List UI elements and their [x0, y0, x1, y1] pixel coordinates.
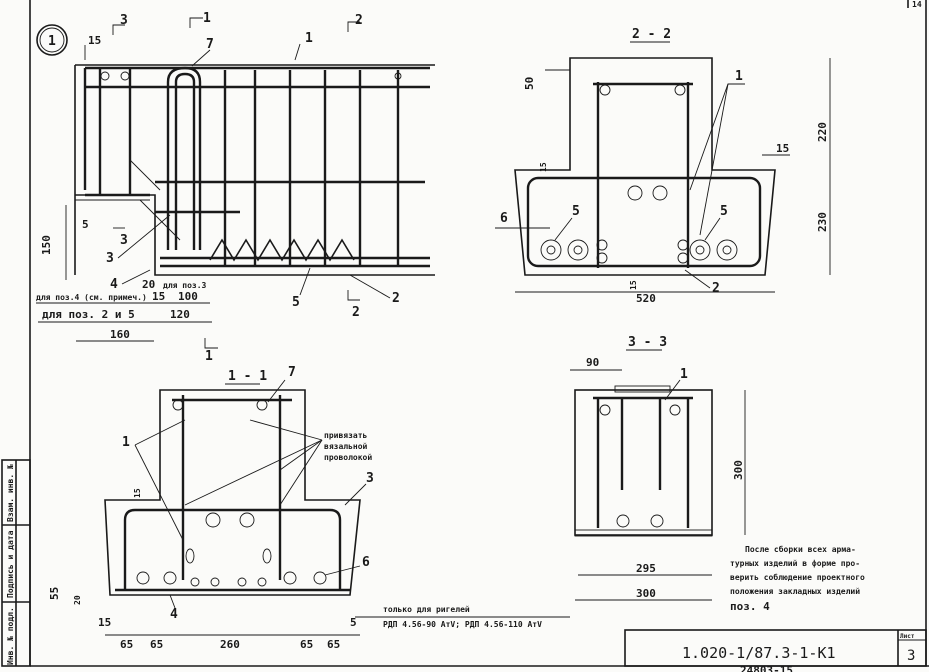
s22-dim-15b: 15: [776, 142, 789, 155]
s11-dim-55: 55: [48, 587, 61, 600]
section-mark-2-bottom: 2: [352, 305, 360, 320]
note-pos3: для поз.3: [163, 281, 207, 290]
dim-15: 15: [88, 34, 101, 47]
s11-dim-20: 20: [73, 595, 82, 605]
general-note-line2: турных изделий в форме про-: [730, 559, 860, 568]
s11-dim-65d: 65: [327, 638, 340, 651]
dim-150: 150: [40, 235, 53, 255]
bottom-code: 24803-15: [740, 664, 793, 672]
s22-dim-520: 520: [636, 292, 656, 305]
section-mark-1-top: 1: [203, 11, 211, 26]
s11-dim-15: 15: [133, 488, 142, 498]
rigel-note-line2: РДП 4.56-90 AтV; РДП 4.56-110 AтV: [383, 620, 542, 629]
s11-dim-15b: 15: [98, 616, 111, 629]
s11-pos-7: 7: [288, 365, 296, 380]
s33-dim-300v: 300: [732, 460, 745, 480]
s22-dim-230: 230: [816, 212, 829, 232]
s22-pos-1: 1: [735, 69, 743, 84]
s22-dim-220: 220: [816, 122, 829, 142]
elevation-view: [74, 64, 435, 276]
general-note: После сборки всех арма- турных изделий в…: [730, 544, 865, 613]
section-mark-1-bottom: 1: [205, 349, 213, 364]
s33-dim-300: 300: [636, 587, 656, 600]
dim-15b: 15: [152, 290, 165, 303]
s22-dim-15c: 15: [629, 280, 638, 290]
stamp-signature-date: Подпись и дата: [6, 530, 15, 598]
s11-pos-3: 3: [366, 471, 374, 486]
section-mark-3-top: 3: [120, 13, 128, 28]
section-3-3: 3 - 3 1 90 300 295 300: [570, 335, 746, 601]
s11-dim-65a: 65: [120, 638, 133, 651]
s11-dim-65c: 65: [300, 638, 313, 651]
rigel-note-line1: только для ригелей: [383, 605, 470, 614]
general-note-line1: После сборки всех арма-: [745, 544, 856, 554]
s11-dim-5: 5: [350, 616, 357, 629]
sheet-label: Лист: [900, 633, 915, 640]
s22-pos-2: 2: [712, 281, 720, 296]
dim-20: 20: [142, 278, 155, 291]
general-note-line4: положения закладных изделий: [730, 587, 860, 596]
tie-note-3: проволокой: [324, 453, 372, 462]
note-pos25: для поз. 2 и 5: [42, 308, 135, 321]
stamp-replaced-inv: Взам. инв. №: [6, 464, 15, 522]
dim-5: 5: [82, 218, 89, 231]
pos-2: 2: [392, 291, 400, 306]
stamp-column: Инв. № подл. Подпись и дата Взам. инв. №: [1, 459, 31, 667]
sheet-number: 3: [907, 648, 915, 664]
note-pos4: для поз.4 (см. примеч.): [36, 293, 147, 302]
general-note-line3: верить соблюдение проектного: [730, 572, 865, 582]
s22-pos-6: 6: [500, 211, 508, 226]
s22-pos-5a: 5: [572, 204, 580, 219]
section-2-2-title: 2 - 2: [632, 27, 671, 42]
detail-number-marker: 1: [36, 24, 68, 56]
s11-pos-1: 1: [122, 435, 130, 450]
tie-note-2: вязальной: [324, 442, 368, 451]
s22-dim-15a: 15: [539, 162, 548, 172]
rigel-note: только для ригелей РДП 4.56-90 AтV; РДП …: [355, 605, 570, 629]
title-block: 1.020-1/87.3-1-К1 Лист 3: [624, 629, 927, 667]
s22-dim-50: 50: [523, 77, 536, 90]
pos-1: 1: [305, 31, 313, 46]
general-note-line5: поз. 4: [730, 600, 770, 613]
pos-3: 3: [106, 251, 114, 266]
stamp-inv-number: Инв. № подл.: [6, 607, 15, 665]
pos-7: 7: [206, 37, 214, 52]
section-mark-2-top: 2: [355, 13, 363, 28]
s22-pos-5b: 5: [720, 204, 728, 219]
section-3-3-title: 3 - 3: [628, 335, 667, 350]
dim-160: 160: [110, 328, 130, 341]
detail-number: 1: [48, 34, 56, 49]
drawing-designation: 1.020-1/87.3-1-К1: [682, 644, 836, 662]
s11-dim-260: 260: [220, 638, 240, 651]
tie-note-1: привязать: [324, 431, 368, 440]
section-1-1-title: 1 - 1: [228, 369, 267, 384]
s11-pos-4: 4: [170, 607, 178, 622]
s33-dim-295: 295: [636, 562, 656, 575]
section-1-1: 1 - 1 7 1 3 6 4 привязать вязальной пров…: [48, 365, 374, 651]
elevation-labels: 3 1 2 3 2 1 7 1 3 4 5 2 15 150 5 20 для …: [36, 11, 400, 364]
section-mark-3-bottom: 3: [120, 233, 128, 248]
pos-4: 4: [110, 277, 118, 292]
pos-5: 5: [292, 295, 300, 310]
dim-120: 120: [170, 308, 190, 321]
section-2-2: 2 - 2 1 6 5 5 2 50 220 230 15 15 15 520: [495, 27, 831, 305]
s11-pos-6: 6: [362, 555, 370, 570]
s33-pos-1: 1: [680, 367, 688, 382]
s33-dim-90: 90: [586, 356, 599, 369]
sheet-corner-number: 14: [912, 0, 922, 9]
dim-100: 100: [178, 290, 198, 303]
s11-dim-65b: 65: [150, 638, 163, 651]
